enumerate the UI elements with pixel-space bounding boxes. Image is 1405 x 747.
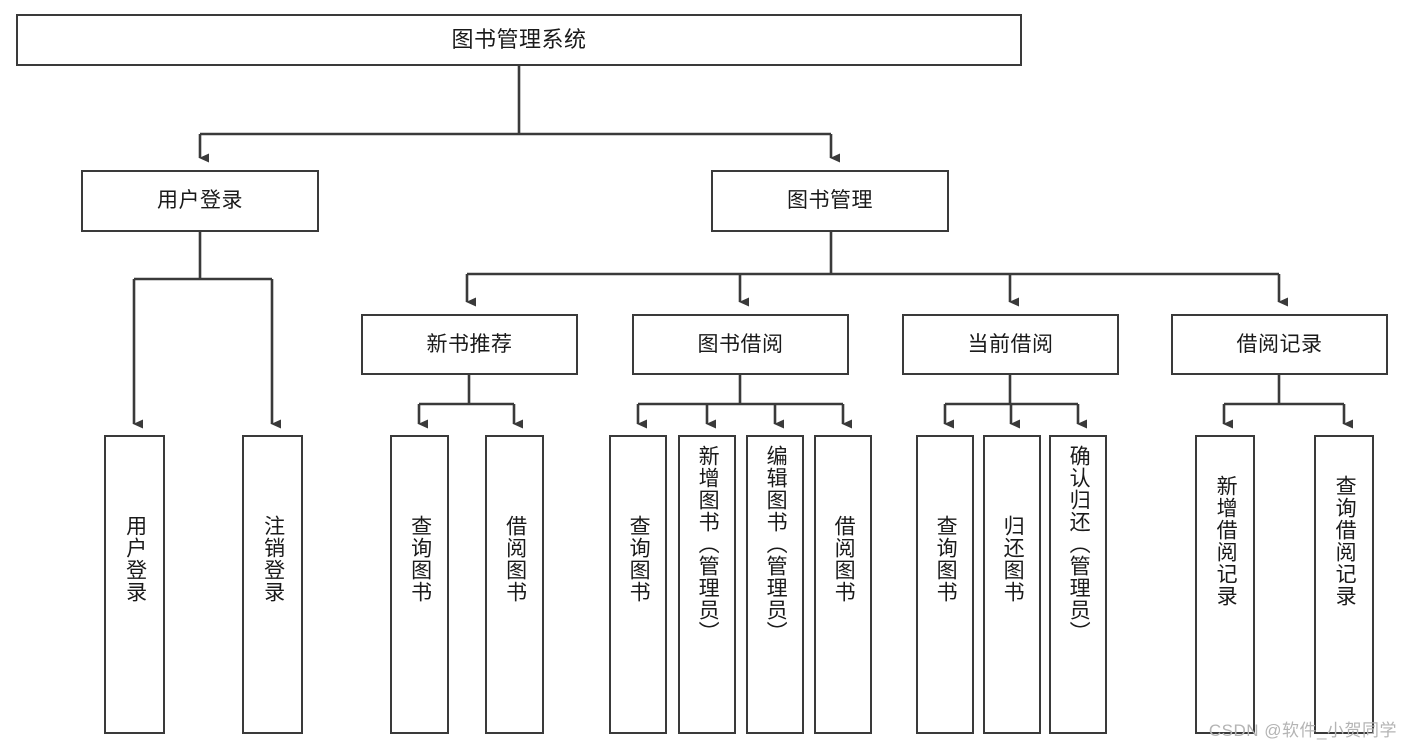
node-leaf-edit-book[interactable]: 编辑图书（管理员） [746,435,804,734]
node-new-book-recommend[interactable]: 新书推荐 [361,314,578,375]
node-label: 用户登录 [123,515,147,603]
node-label: 查询图书 [934,515,958,603]
node-label: 注销登录 [261,515,285,603]
node-label: 归还图书 [1001,515,1025,603]
node-leaf-borrow-book-1[interactable]: 借阅图书 [485,435,544,734]
node-label: 新增图书（管理员） [696,445,720,643]
node-label: 用户登录 [157,189,243,213]
node-label: 查询图书 [627,515,651,603]
node-label: 新书推荐 [426,332,513,356]
node-label: 编辑图书（管理员） [764,445,788,643]
node-label: 图书管理系统 [451,26,587,52]
node-leaf-query-book-1[interactable]: 查询图书 [390,435,449,734]
node-book-management[interactable]: 图书管理 [711,170,949,232]
node-leaf-confirm-return[interactable]: 确认归还（管理员） [1049,435,1107,734]
node-label: 当前借阅 [967,332,1054,356]
watermark-text: CSDN @软件_小贺同学 [1208,721,1397,740]
node-leaf-return-book[interactable]: 归还图书 [983,435,1041,734]
node-label: 借阅图书 [503,515,527,603]
node-leaf-user-login[interactable]: 用户登录 [104,435,165,734]
node-leaf-add-borrow-record[interactable]: 新增借阅记录 [1195,435,1255,734]
node-book-borrow[interactable]: 图书借阅 [632,314,849,375]
node-current-borrow[interactable]: 当前借阅 [902,314,1119,375]
node-leaf-query-book-2[interactable]: 查询图书 [609,435,667,734]
node-label: 查询借阅记录 [1333,475,1357,607]
node-leaf-logout-login[interactable]: 注销登录 [242,435,303,734]
node-label: 图书借阅 [697,332,784,356]
node-root-book-management-system[interactable]: 图书管理系统 [16,14,1022,66]
node-label: 查询图书 [408,515,432,603]
node-borrow-record[interactable]: 借阅记录 [1171,314,1388,375]
node-leaf-query-borrow-record[interactable]: 查询借阅记录 [1314,435,1374,734]
node-leaf-query-book-3[interactable]: 查询图书 [916,435,974,734]
node-user-login[interactable]: 用户登录 [81,170,319,232]
node-label: 图书管理 [787,189,873,213]
node-label: 借阅记录 [1236,332,1323,356]
node-leaf-add-book[interactable]: 新增图书（管理员） [678,435,736,734]
node-label: 确认归还（管理员） [1067,445,1091,643]
node-label: 借阅图书 [832,515,856,603]
node-leaf-borrow-book-2[interactable]: 借阅图书 [814,435,872,734]
node-label: 新增借阅记录 [1214,475,1238,607]
